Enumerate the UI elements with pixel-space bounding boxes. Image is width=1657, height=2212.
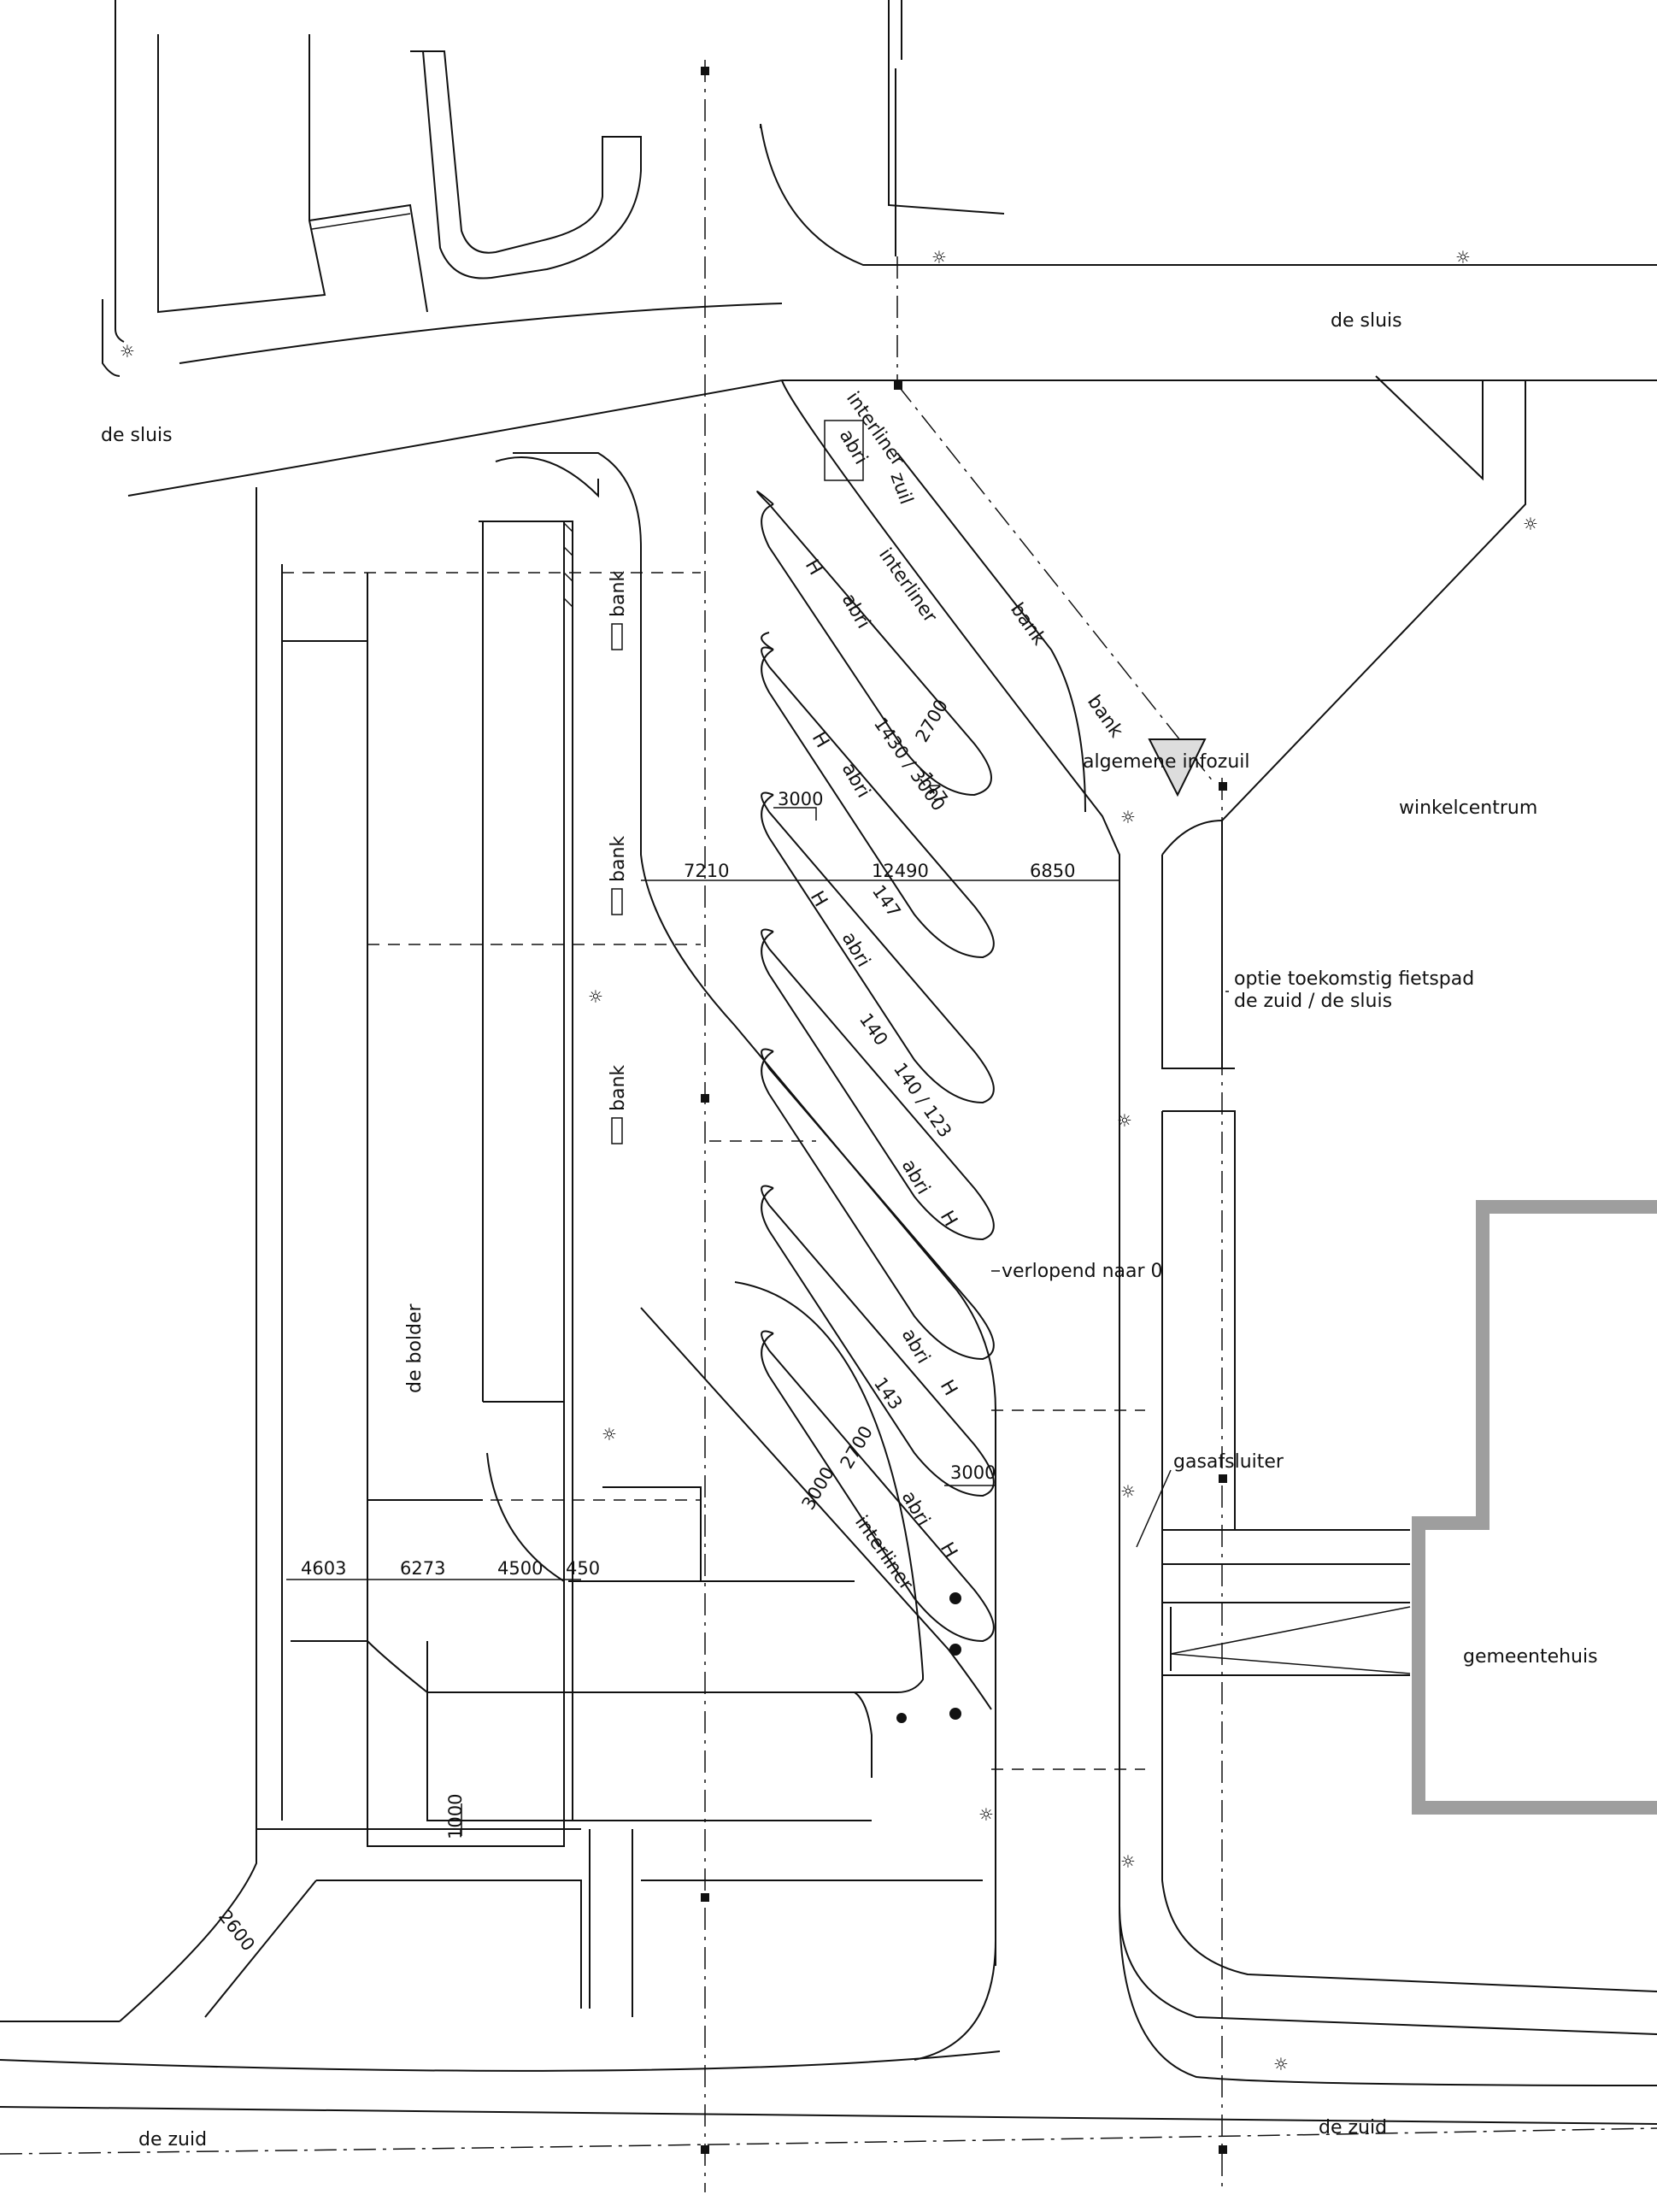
survey-markers bbox=[701, 67, 1227, 2154]
street-labels: de sluis de sluis de zuid de zuid bbox=[101, 310, 1402, 2150]
street-de-zuid-right: de zuid bbox=[1319, 2117, 1387, 2138]
top-left-blocks bbox=[102, 0, 783, 377]
note-fietspad-2: de zuid / de sluis bbox=[1234, 991, 1392, 1012]
de-bolder-building bbox=[256, 487, 872, 1847]
note-gasafsluiter: gasafsluiter bbox=[1173, 1451, 1284, 1473]
svg-text:☼: ☼ bbox=[1273, 2054, 1289, 2074]
p4-h: H bbox=[806, 888, 831, 911]
p7-h: H bbox=[936, 1539, 961, 1562]
p5-h: H bbox=[936, 1208, 961, 1231]
svg-text:☼: ☼ bbox=[120, 341, 135, 362]
p2-h: H bbox=[801, 556, 826, 579]
platform-bays bbox=[756, 452, 1086, 1643]
svg-text:☼: ☼ bbox=[1120, 1851, 1136, 1872]
note-algemene-infozuil: algemene infozuil bbox=[1083, 751, 1250, 773]
p3-route: 147 bbox=[868, 881, 905, 921]
street-de-sluis-right: de sluis bbox=[1331, 310, 1402, 332]
bench-label-3: bank bbox=[608, 1065, 629, 1111]
svg-text:☼: ☼ bbox=[1523, 514, 1538, 534]
label-de-bolder: de bolder bbox=[404, 1303, 426, 1393]
street-de-sluis-left: de sluis bbox=[101, 425, 173, 446]
p2-dim: 2700 bbox=[912, 696, 953, 745]
svg-text:☼: ☼ bbox=[978, 1804, 994, 1825]
p7-dim-b: 2700 bbox=[837, 1422, 878, 1472]
center-lines bbox=[0, 60, 1657, 2192]
dimension-labels: 3000 7210 12490 6850 3000 4603 6273 4500… bbox=[214, 789, 1119, 1955]
bench-label-4: bank bbox=[1006, 599, 1050, 650]
p3-h: H bbox=[808, 729, 833, 752]
svg-text:☼: ☼ bbox=[588, 986, 603, 1007]
p2-abri: abri bbox=[837, 591, 874, 632]
svg-text:☼: ☼ bbox=[1455, 247, 1471, 268]
bus-station-island bbox=[495, 452, 996, 1966]
p7-interliner: interliner bbox=[850, 1512, 917, 1595]
annotations: algemene infozuil optie toekomstig fiets… bbox=[991, 751, 1474, 1548]
main-roads bbox=[0, 379, 1657, 2125]
dim-12490: 12490 bbox=[872, 861, 929, 881]
street-de-zuid-left: de zuid bbox=[138, 2129, 207, 2150]
dim-4500: 4500 bbox=[497, 1558, 543, 1579]
dim-3000-top: 3000 bbox=[778, 789, 823, 809]
p7-abri: abri bbox=[897, 1488, 934, 1530]
p1-zuil: zuil bbox=[885, 470, 916, 508]
svg-text:☼: ☼ bbox=[931, 247, 947, 268]
building-labels: winkelcentrum gemeentehuis de bolder bbox=[404, 797, 1598, 1668]
p6-h: H bbox=[936, 1377, 961, 1400]
bench-label-2: bank bbox=[608, 836, 629, 882]
benches: bank bank bank bank bank bbox=[608, 571, 1127, 1144]
infozuil-triangle bbox=[1148, 738, 1207, 797]
svg-text:☼: ☼ bbox=[1120, 807, 1136, 827]
gemeentehuis-building bbox=[1162, 1200, 1657, 1815]
note-verlopend: verlopend naar 0 bbox=[1002, 1261, 1163, 1282]
dim-6273: 6273 bbox=[400, 1558, 445, 1579]
dim-4603: 4603 bbox=[301, 1558, 346, 1579]
dim-2600: 2600 bbox=[214, 1906, 259, 1955]
dim-7210: 7210 bbox=[684, 861, 729, 881]
note-fietspad-1: optie toekomstig fietspad bbox=[1234, 968, 1474, 990]
bottom-left-blocks bbox=[119, 1829, 983, 2022]
dim-450: 450 bbox=[566, 1558, 600, 1579]
bench-label-5: bank bbox=[1083, 691, 1127, 742]
label-winkelcentrum: winkelcentrum bbox=[1399, 797, 1537, 819]
svg-text:☼: ☼ bbox=[602, 1424, 617, 1444]
label-gemeentehuis: gemeentehuis bbox=[1463, 1646, 1598, 1668]
svg-text:☼: ☼ bbox=[1120, 1481, 1136, 1502]
dim-3000-bottom: 3000 bbox=[950, 1462, 996, 1483]
street-lamps: ☼ ☼ ☼ ☼ ☼ ☼ ☼ ☼ ☼ ☼ ☼ ☼ bbox=[120, 247, 1538, 2074]
bench-label-1: bank bbox=[608, 571, 629, 617]
p2-interliner: interliner bbox=[874, 544, 941, 627]
platform-labels: interliner abri zuil H abri interliner 1… bbox=[798, 388, 961, 1595]
p3-abri: abri bbox=[837, 760, 874, 802]
svg-text:☼: ☼ bbox=[1117, 1110, 1132, 1131]
dim-6850: 6850 bbox=[1030, 861, 1075, 881]
dim-1000: 1000 bbox=[445, 1794, 466, 1839]
